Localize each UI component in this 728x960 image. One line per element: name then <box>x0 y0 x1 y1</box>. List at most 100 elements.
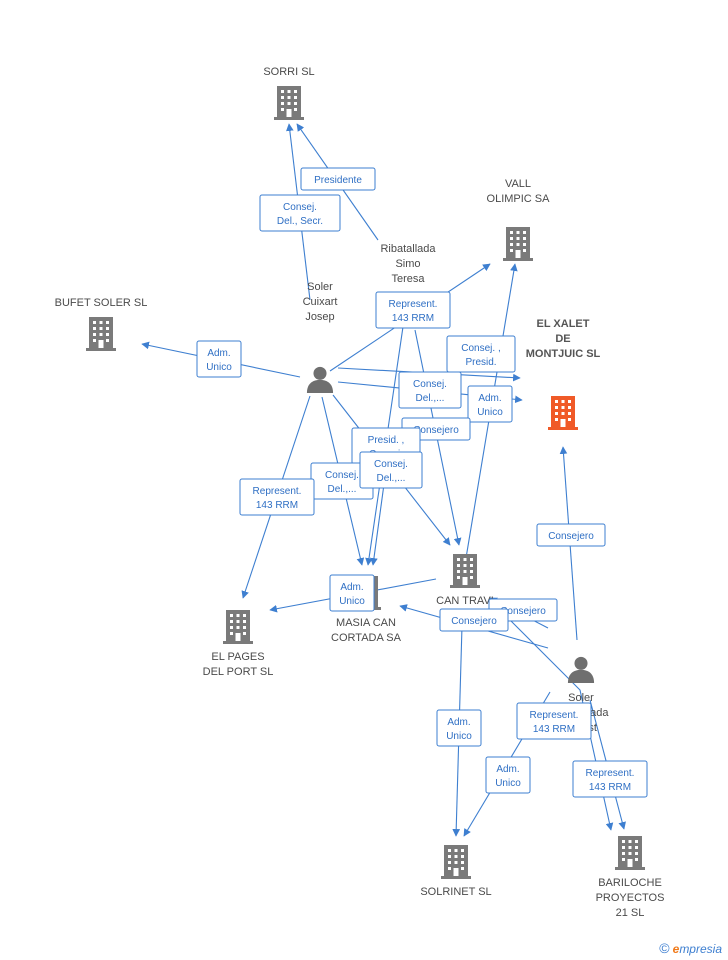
edge-label-18[interactable]: Represent.143 RRM <box>516 702 592 740</box>
edge-label-text: Represent. <box>389 299 438 310</box>
node-label-masia: MASIA CAN <box>336 617 396 629</box>
edge-label-text: Consejero <box>413 425 459 436</box>
edge-label-6[interactable]: Adm.Unico <box>467 385 513 423</box>
edge-label-16[interactable]: Adm.Unico <box>436 709 482 747</box>
node-label-josep: Josep <box>305 311 334 323</box>
edge-label-text: 143 RRM <box>256 500 298 511</box>
edge-label-box <box>398 371 462 409</box>
edge-label-19[interactable]: Represent. 143 RRM <box>572 760 648 798</box>
edge-label-box <box>300 167 376 191</box>
edge-label-box <box>467 385 513 423</box>
edge-label-text: Adm. <box>340 582 363 593</box>
edge-label-box <box>359 451 423 489</box>
edge-label-text: Consejero <box>451 616 497 627</box>
node-label-ernest: Soler <box>568 692 594 704</box>
edge-label-text: Presidente <box>314 175 362 186</box>
node-label-ribatallada: Ribatallada <box>380 243 436 255</box>
edge-label-text: Presid. , <box>368 435 405 446</box>
building-icon <box>223 610 253 644</box>
edge-label-text: Del.,... <box>416 393 445 404</box>
node-label-vall: VALL <box>505 178 531 190</box>
building-icon <box>615 836 645 870</box>
edge-label-text: Consej. <box>283 202 317 213</box>
edge-label-3[interactable]: Represent. 143 RRM <box>375 291 451 329</box>
person-icon <box>306 366 334 393</box>
edge-label-4[interactable]: Consej. , Presid. <box>446 335 516 373</box>
edge-label-text: Adm. <box>496 764 519 775</box>
node-label-masia: CORTADA SA <box>331 632 402 644</box>
edge-label-text: Unico <box>206 362 232 373</box>
edge-label-1[interactable]: Presidente <box>300 167 376 191</box>
building-icon <box>86 317 116 351</box>
node-label-bariloche: BARILOCHE <box>598 877 662 889</box>
edge-label-text: Del., Secr. <box>277 216 323 227</box>
edge-label-12[interactable]: Adm. Unico <box>329 574 375 612</box>
edge-label-text: 143 RRM <box>392 313 434 324</box>
empresia-footer: ©empresia <box>659 940 722 956</box>
edge-label-text: Unico <box>495 778 521 789</box>
edge-label-box <box>329 574 375 612</box>
copyright-icon: © <box>659 940 670 956</box>
node-masia[interactable]: MASIA CAN CORTADA SA <box>331 576 402 644</box>
edge-label-0[interactable]: Consej. Del., Secr. <box>259 194 341 232</box>
building-icon <box>441 845 471 879</box>
person-icon <box>567 656 595 683</box>
node-sorri[interactable]: SORRI SL <box>263 66 315 120</box>
edge-label-text: Consej. <box>413 379 447 390</box>
edge-label-15[interactable]: Consejero <box>439 608 509 632</box>
empresia-logo-text: mpresia <box>679 942 722 956</box>
edge-label-text: Adm. <box>207 348 230 359</box>
edge-label-box <box>375 291 451 329</box>
node-label-josep: Cuixart <box>303 296 338 308</box>
edge-label-text: Presid. <box>465 357 496 368</box>
edge-label-2[interactable]: Adm. Unico <box>196 340 242 378</box>
node-label-vall: OLIMPIC SA <box>487 193 551 205</box>
edge-label-text: Represent. <box>253 486 302 497</box>
edge-label-17[interactable]: Adm. Unico <box>485 756 531 794</box>
edge-label-box <box>436 709 482 747</box>
node-vall[interactable]: VALL OLIMPIC SA <box>487 178 551 261</box>
node-label-bufet: BUFET SOLER SL <box>55 297 148 309</box>
empresia-logo-initial: e <box>672 942 680 956</box>
edge-label-text: Consejero <box>548 531 594 542</box>
edge-label-text: Consej. <box>325 470 359 481</box>
node-pages[interactable]: EL PAGES DEL PORT SL <box>203 610 274 678</box>
edge-label-box <box>572 760 648 798</box>
node-label-cantravi: CAN TRAVI <box>436 595 494 607</box>
node-label-xalet: DE <box>555 333 570 345</box>
edge-label-text: Unico <box>339 596 365 607</box>
node-bufet[interactable]: BUFET SOLER SL <box>55 297 148 351</box>
edge-label-9[interactable]: Consej. Del.,... <box>310 462 374 500</box>
edge-label-20[interactable]: Consejero <box>536 523 606 547</box>
node-label-ribatallada: Teresa <box>391 273 425 285</box>
building-icon <box>503 227 533 261</box>
node-cantravi[interactable]: CAN TRAVI <box>436 554 494 607</box>
edge-label-text: Unico <box>477 407 503 418</box>
node-solrinet[interactable]: SOLRINET SL <box>420 845 492 898</box>
edge-label-text: Consej. <box>374 459 408 470</box>
edge-label-box <box>446 335 516 373</box>
edge-label-box <box>536 523 606 547</box>
edge-label-5[interactable]: Consej. Del.,... <box>398 371 462 409</box>
node-label-pages: EL PAGES <box>211 651 264 663</box>
edge-label-text: 143 RRM <box>533 724 575 735</box>
edge-label-10[interactable]: Consej. Del.,... <box>359 451 423 489</box>
edge-label-text: Del.,... <box>328 484 357 495</box>
node-label-josep: Soler <box>307 281 333 293</box>
node-label-pages: DEL PORT SL <box>203 666 274 678</box>
edge-label-text: Represent. <box>586 768 635 779</box>
edge-label-box <box>485 756 531 794</box>
node-label-bariloche: 21 SL <box>616 907 645 919</box>
edge-label-11[interactable]: Represent. 143 RRM <box>239 478 315 516</box>
edge-label-text: Consej. , <box>461 343 500 354</box>
edge-label-text: 143 RRM <box>589 782 631 793</box>
node-label-sorri: SORRI SL <box>263 66 314 78</box>
edge-label-box <box>196 340 242 378</box>
edge-label-text: Consejero <box>500 606 546 617</box>
edge-label-text: Del.,... <box>377 473 406 484</box>
